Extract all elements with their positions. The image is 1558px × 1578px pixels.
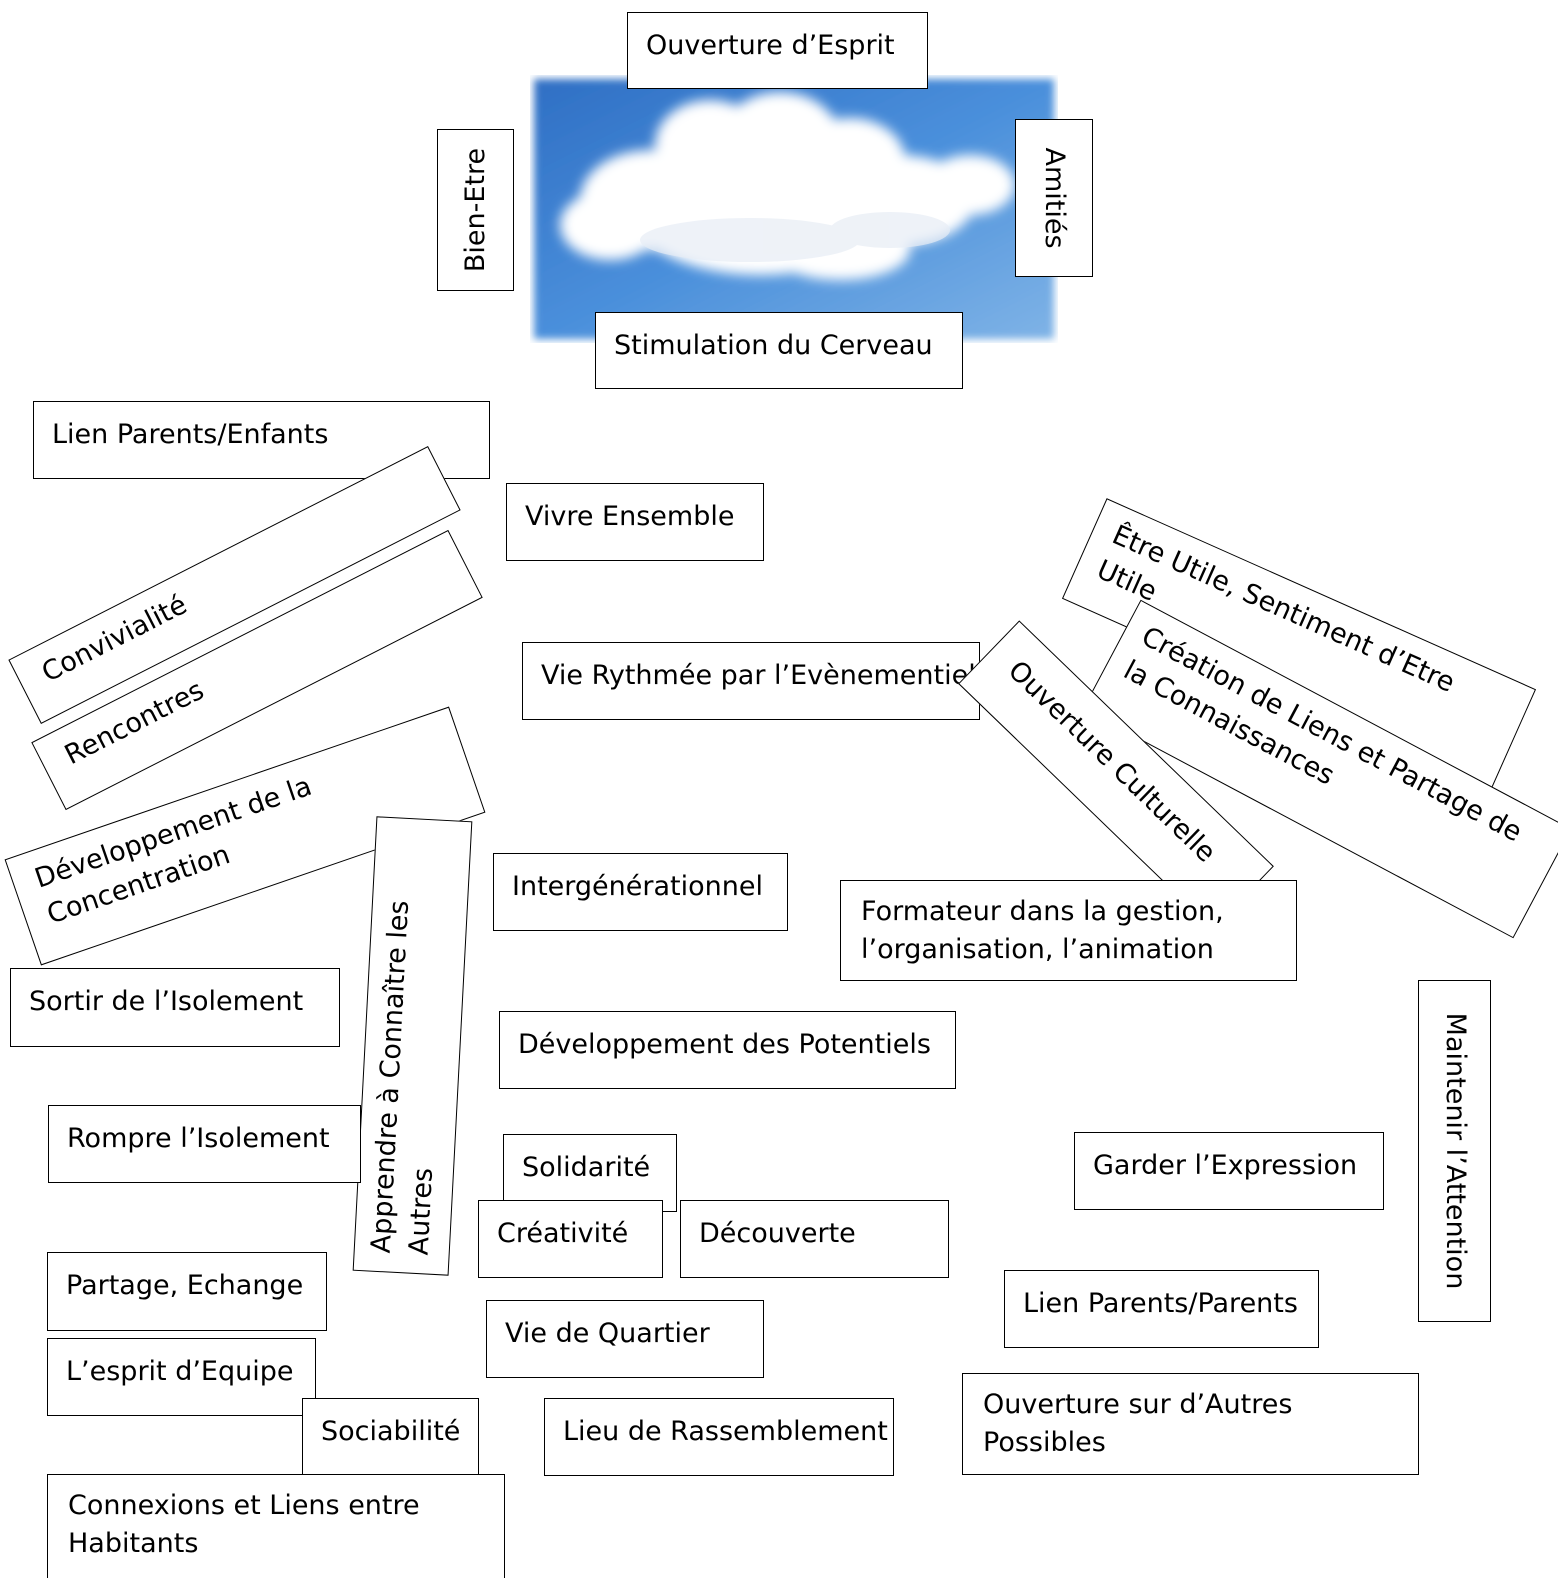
label-bien-etre-text: Bien-Etre <box>459 147 491 273</box>
label-esprit-equipe: L’esprit d’Equipe <box>47 1338 316 1416</box>
label-lien-parents-parents: Lien Parents/Parents <box>1004 1270 1319 1348</box>
label-amities: Amitiés <box>1015 119 1093 277</box>
label-intergenerationnel: Intergénérationnel <box>493 853 788 931</box>
label-sociabilite: Sociabilité <box>302 1398 479 1476</box>
cloud-image <box>530 75 1058 343</box>
label-ouverture-esprit: Ouverture d’Esprit <box>627 12 928 89</box>
label-sortir-isolement: Sortir de l’Isolement <box>10 968 340 1047</box>
label-amities-text: Amitiés <box>1039 147 1070 249</box>
label-vivre-ensemble: Vivre Ensemble <box>506 483 764 561</box>
label-vie-quartier: Vie de Quartier <box>486 1300 764 1378</box>
label-developpement-potentiels: Développement des Potentiels <box>499 1011 956 1089</box>
label-ouverture-autres: Ouverture sur d’Autres Possibles <box>962 1373 1419 1475</box>
label-solidarite: Solidarité <box>503 1134 677 1212</box>
label-maintenir-attention-text: Maintenir l’Attention <box>1439 1012 1471 1290</box>
label-apprendre: Apprendre à Connaître les Autres <box>352 816 473 1276</box>
label-bien-etre: Bien-Etre <box>437 129 514 291</box>
label-decouverte: Découverte <box>680 1200 949 1278</box>
label-stimulation: Stimulation du Cerveau <box>595 312 963 389</box>
label-garder-expression: Garder l’Expression <box>1074 1132 1384 1210</box>
label-vie-rythmee: Vie Rythmée par l’Evènementiel <box>522 642 980 720</box>
label-connexions: Connexions et Liens entre Habitants <box>47 1474 505 1578</box>
label-rompre-isolement: Rompre l’Isolement <box>48 1105 361 1183</box>
label-lieu-rassemblement: Lieu de Rassemblement <box>544 1398 894 1476</box>
label-partage-echange: Partage, Echange <box>47 1252 327 1331</box>
cloud-icon <box>534 79 1054 339</box>
label-maintenir-attention: Maintenir l’Attention <box>1418 980 1491 1322</box>
label-formateur: Formateur dans la gestion, l’organisatio… <box>840 880 1297 981</box>
label-creativite: Créativité <box>478 1200 663 1278</box>
